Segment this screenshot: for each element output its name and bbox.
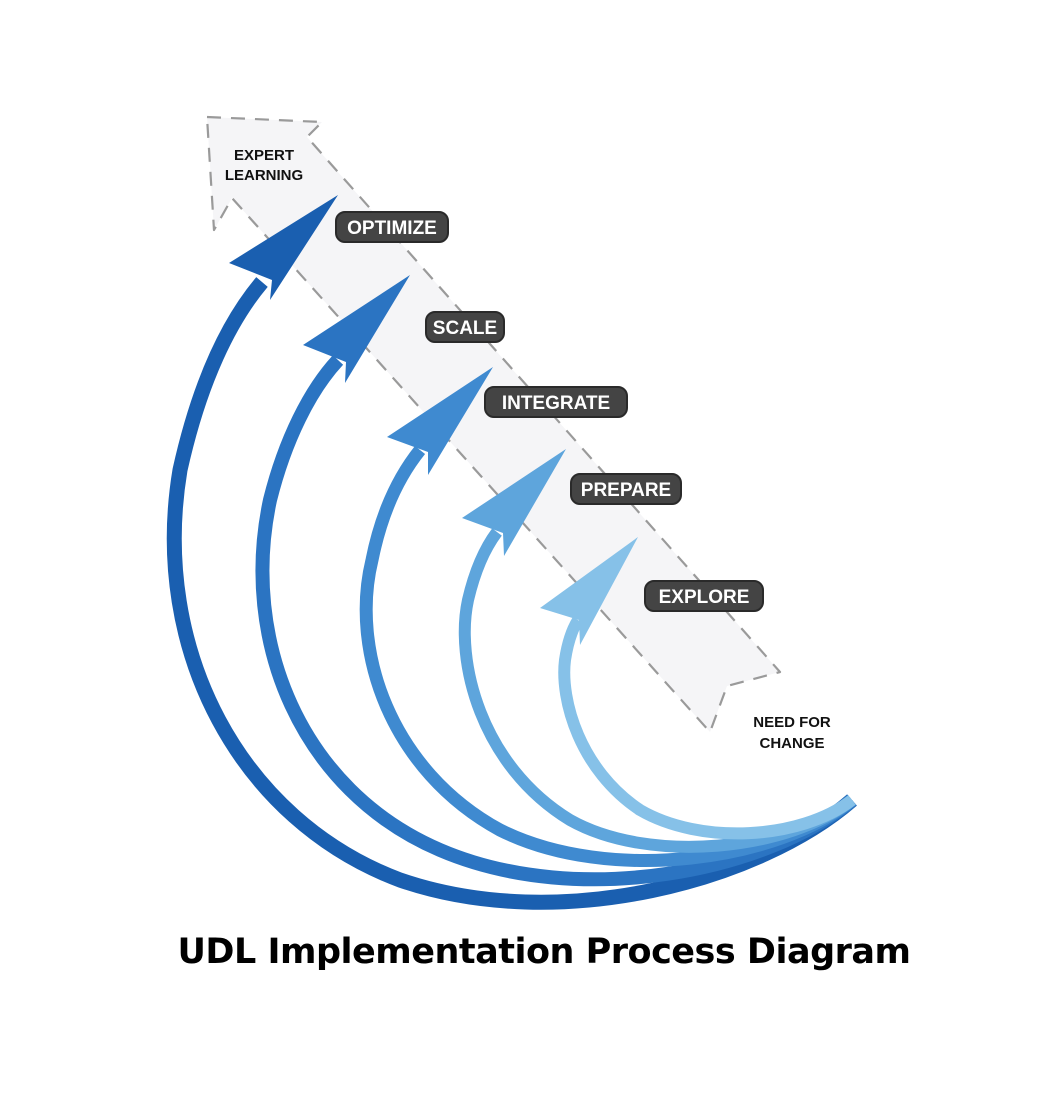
stage-label-text: SCALE [433, 318, 497, 339]
diagram-caption: UDL Implementation Process Diagram [177, 932, 911, 972]
arrowhead-icon [229, 195, 338, 300]
endpoint-bottom-line-1: NEED FOR [753, 714, 831, 731]
stage-label-pill [335, 211, 449, 243]
stage-label-pill [425, 311, 505, 343]
stage-label-prepare: PREPARE [570, 473, 682, 505]
stage-arc-integrate [359, 445, 857, 867]
stage-label-pill [570, 473, 682, 505]
stage-label-pill [484, 386, 628, 418]
stage-label-pill [644, 580, 764, 612]
stage-label-explore: EXPLORE [644, 580, 764, 612]
stage-arrow-prepare [458, 449, 856, 853]
stage-labels: OPTIMIZE SCALE INTEGRATE PREPARE EXPLORE [335, 211, 764, 612]
arrowhead-icon [387, 367, 493, 475]
stage-label-text: EXPLORE [659, 587, 750, 608]
stage-arrow-scale [255, 275, 857, 887]
arrowhead-icon [462, 449, 566, 556]
stage-label-text: OPTIMIZE [347, 218, 437, 239]
stage-label-text: INTEGRATE [502, 393, 610, 414]
stage-arrow-integrate [359, 367, 857, 867]
band-arrow-shape [205, 115, 782, 734]
stage-arc-prepare [458, 528, 856, 853]
stage-label-optimize: OPTIMIZE [335, 211, 449, 243]
arrowhead-icon [540, 537, 638, 645]
stage-arc-scale [255, 355, 857, 887]
stage-arc-optimize [166, 277, 857, 910]
stage-arrow-explore [540, 537, 856, 840]
stage-arrow-optimize [166, 195, 857, 910]
progress-band [205, 115, 782, 734]
stage-label-scale: SCALE [425, 311, 505, 343]
endpoint-need-for-change: NEED FOR CHANGE [753, 714, 831, 752]
stage-arc-explore [558, 616, 856, 840]
stage-label-text: PREPARE [581, 480, 671, 501]
stage-label-integrate: INTEGRATE [484, 386, 628, 418]
arrowhead-icon [303, 275, 410, 383]
stage-arcs [166, 195, 857, 910]
endpoint-bottom-line-2: CHANGE [759, 735, 824, 752]
endpoint-top-line-2: LEARNING [225, 167, 303, 184]
endpoint-expert-learning: EXPERT LEARNING [225, 147, 303, 184]
endpoint-top-line-1: EXPERT [234, 147, 294, 164]
